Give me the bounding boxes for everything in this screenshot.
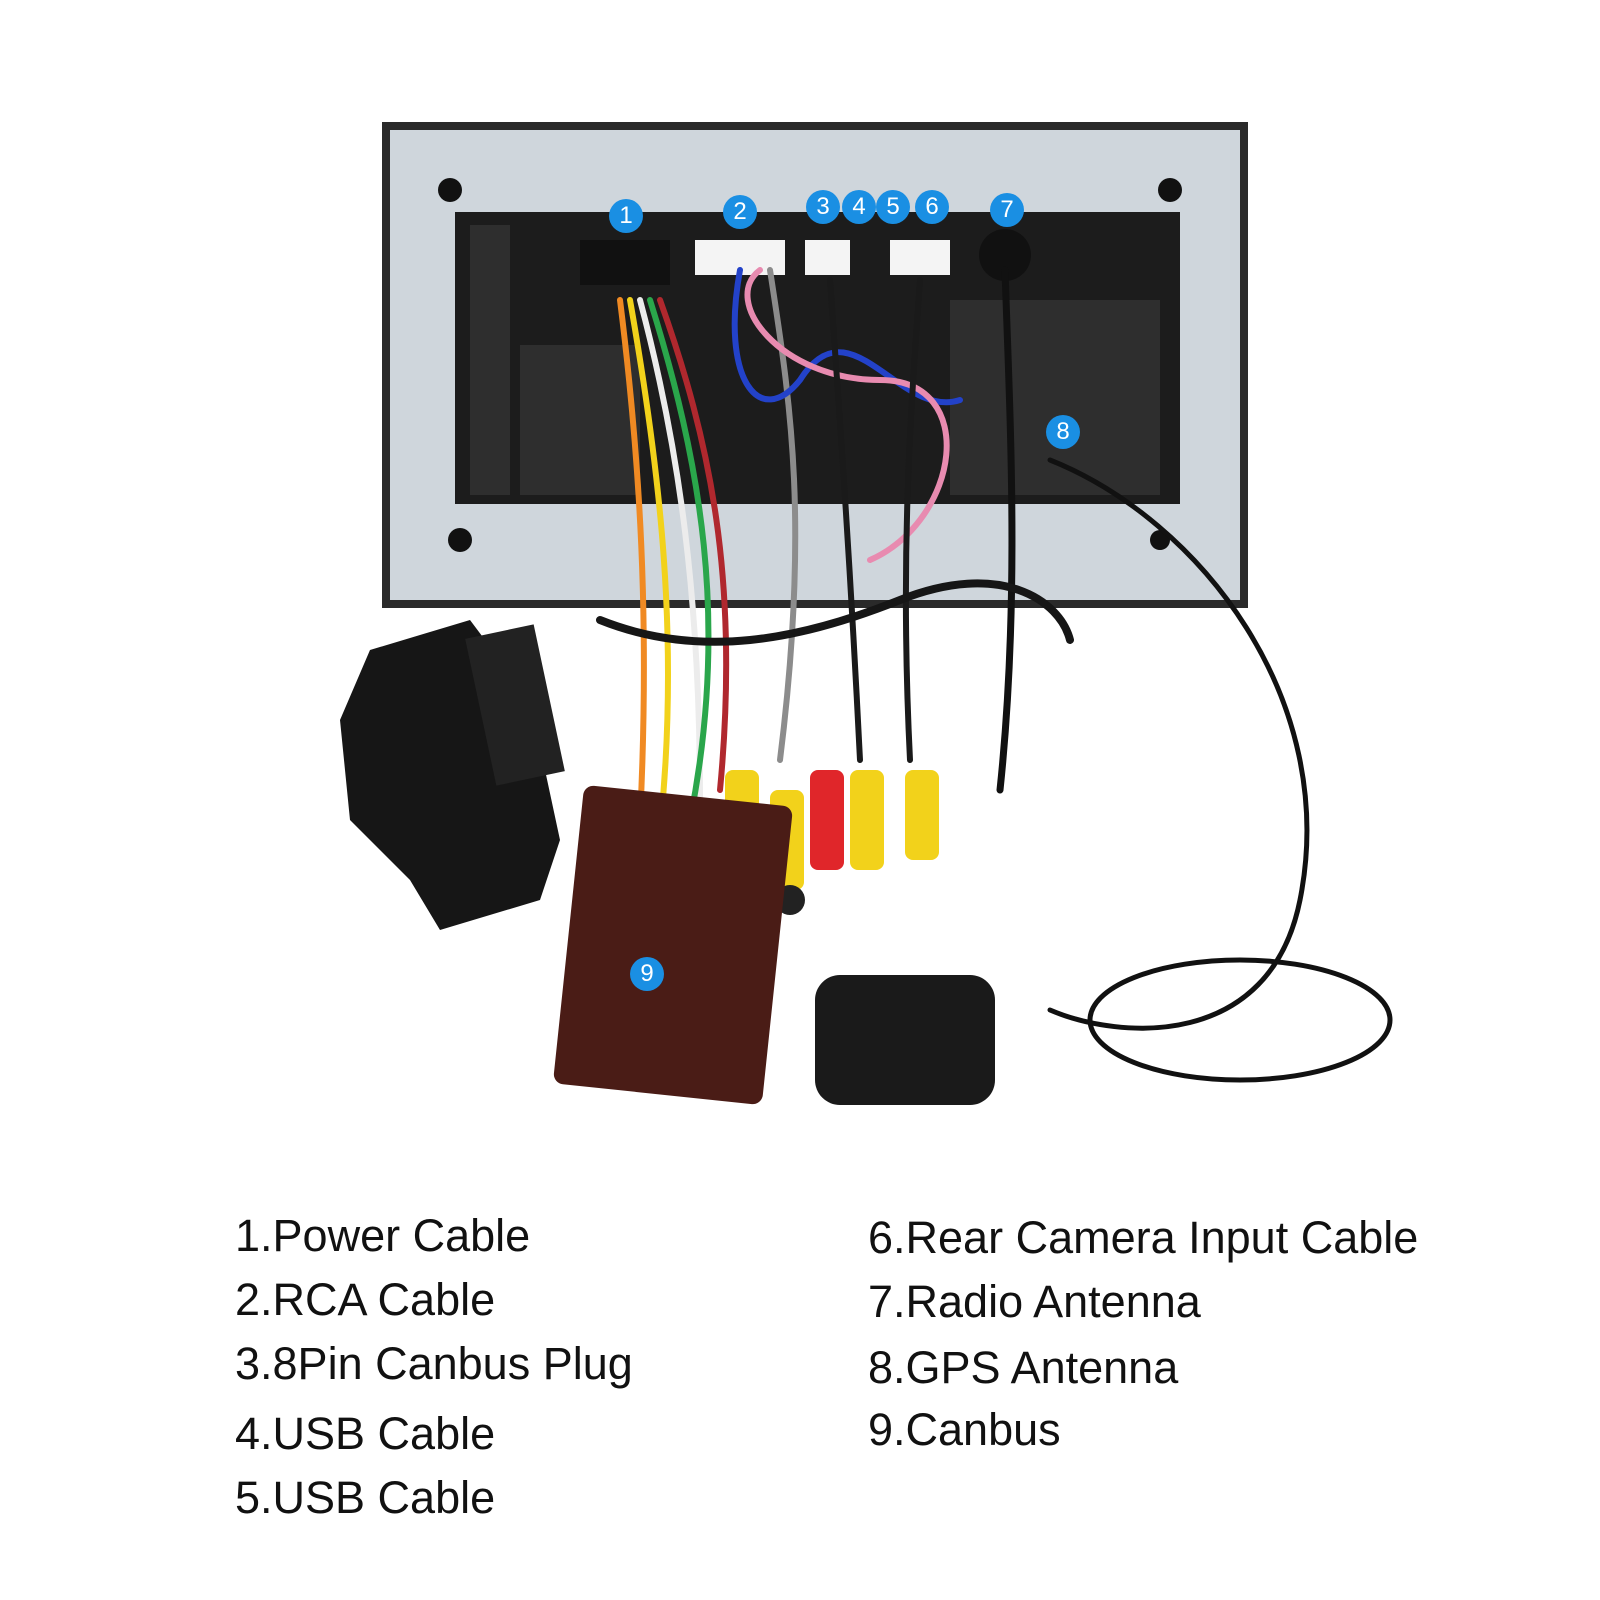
badge-2: 2 (723, 195, 757, 229)
legend-item: 2.RCA Cable (235, 1274, 496, 1325)
badge-7: 7 (990, 193, 1024, 227)
legend-item: 7.Radio Antenna (868, 1276, 1201, 1327)
badge-9: 9 (630, 957, 664, 991)
legend-item: 8.GPS Antenna (868, 1342, 1179, 1393)
badge-3: 3 (806, 190, 840, 224)
legend-item: 5.USB Cable (235, 1472, 496, 1523)
gps-antenna-puck (815, 975, 995, 1105)
wire-bundle (596, 266, 1310, 1031)
badge-5: 5 (876, 190, 910, 224)
badge-8: 8 (1046, 415, 1080, 449)
canbus-box (553, 785, 793, 1105)
heat-sink-fins (470, 225, 1160, 495)
legend-item: 4.USB Cable (235, 1408, 496, 1459)
badge-6: 6 (915, 190, 949, 224)
gps-cable-coil (1087, 957, 1393, 1083)
panel-screws (438, 178, 1182, 552)
legend-item: 1.Power Cable (235, 1210, 531, 1261)
harness-plug (340, 620, 565, 930)
legend-item: 6.Rear Camera Input Cable (868, 1212, 1419, 1263)
head-unit-illustration (340, 122, 1393, 1105)
badge-4: 4 (842, 190, 876, 224)
badge-1: 1 (609, 199, 643, 233)
legend-item: 9.Canbus (868, 1404, 1061, 1455)
legend-item: 3.8Pin Canbus Plug (235, 1338, 633, 1389)
